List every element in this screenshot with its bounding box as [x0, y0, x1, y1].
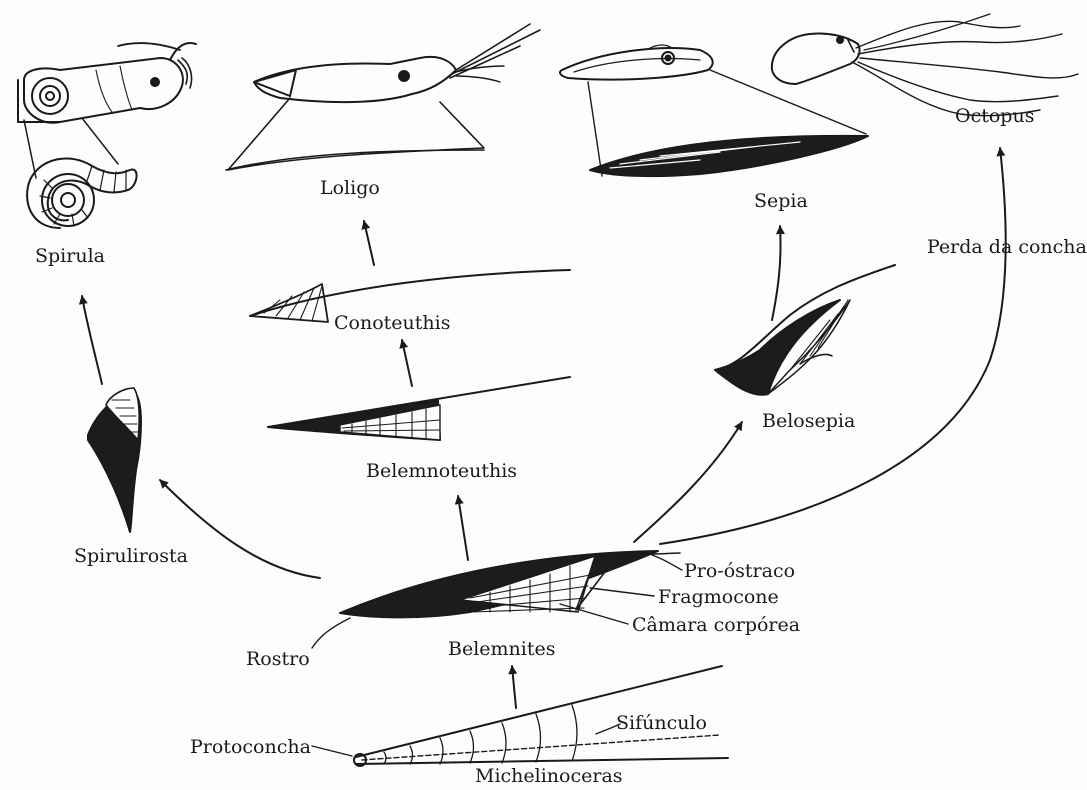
label-pro-ostraco: Pro-óstraco [684, 560, 795, 582]
sepia-animal [560, 45, 868, 176]
belemnoteuthis-shell [268, 377, 570, 440]
label-conoteuthis: Conoteuthis [334, 312, 450, 334]
label-fragmocone: Fragmocone [658, 586, 779, 608]
label-loligo: Loligo [320, 177, 380, 199]
label-spirula: Spirula [35, 245, 105, 267]
label-spirulirosta: Spirulirosta [74, 545, 188, 567]
spirula-shell [24, 118, 137, 228]
label-rostro: Rostro [246, 648, 310, 670]
evolution-arrows [82, 148, 1006, 708]
spirulirosta-shell [88, 388, 141, 532]
spirula-animal [18, 43, 196, 123]
label-octopus: Octopus [955, 105, 1034, 127]
octopus-animal [772, 14, 1078, 116]
loligo-animal [226, 24, 540, 170]
label-sepia: Sepia [754, 190, 808, 212]
label-michelinoceras: Michelinoceras [475, 765, 623, 787]
belosepia-shell [715, 265, 895, 395]
label-protoconcha: Protoconcha [190, 736, 311, 758]
label-camara-corporea: Câmara corpórea [632, 614, 800, 636]
belemnites-shell [340, 551, 680, 617]
label-sifunculo: Sifúnculo [616, 712, 707, 734]
label-belosepia: Belosepia [762, 410, 855, 432]
label-perda-da-concha: Perda da concha [927, 236, 1087, 258]
label-belemnites: Belemnites [448, 638, 556, 660]
label-belemnoteuthis: Belemnoteuthis [366, 460, 517, 482]
